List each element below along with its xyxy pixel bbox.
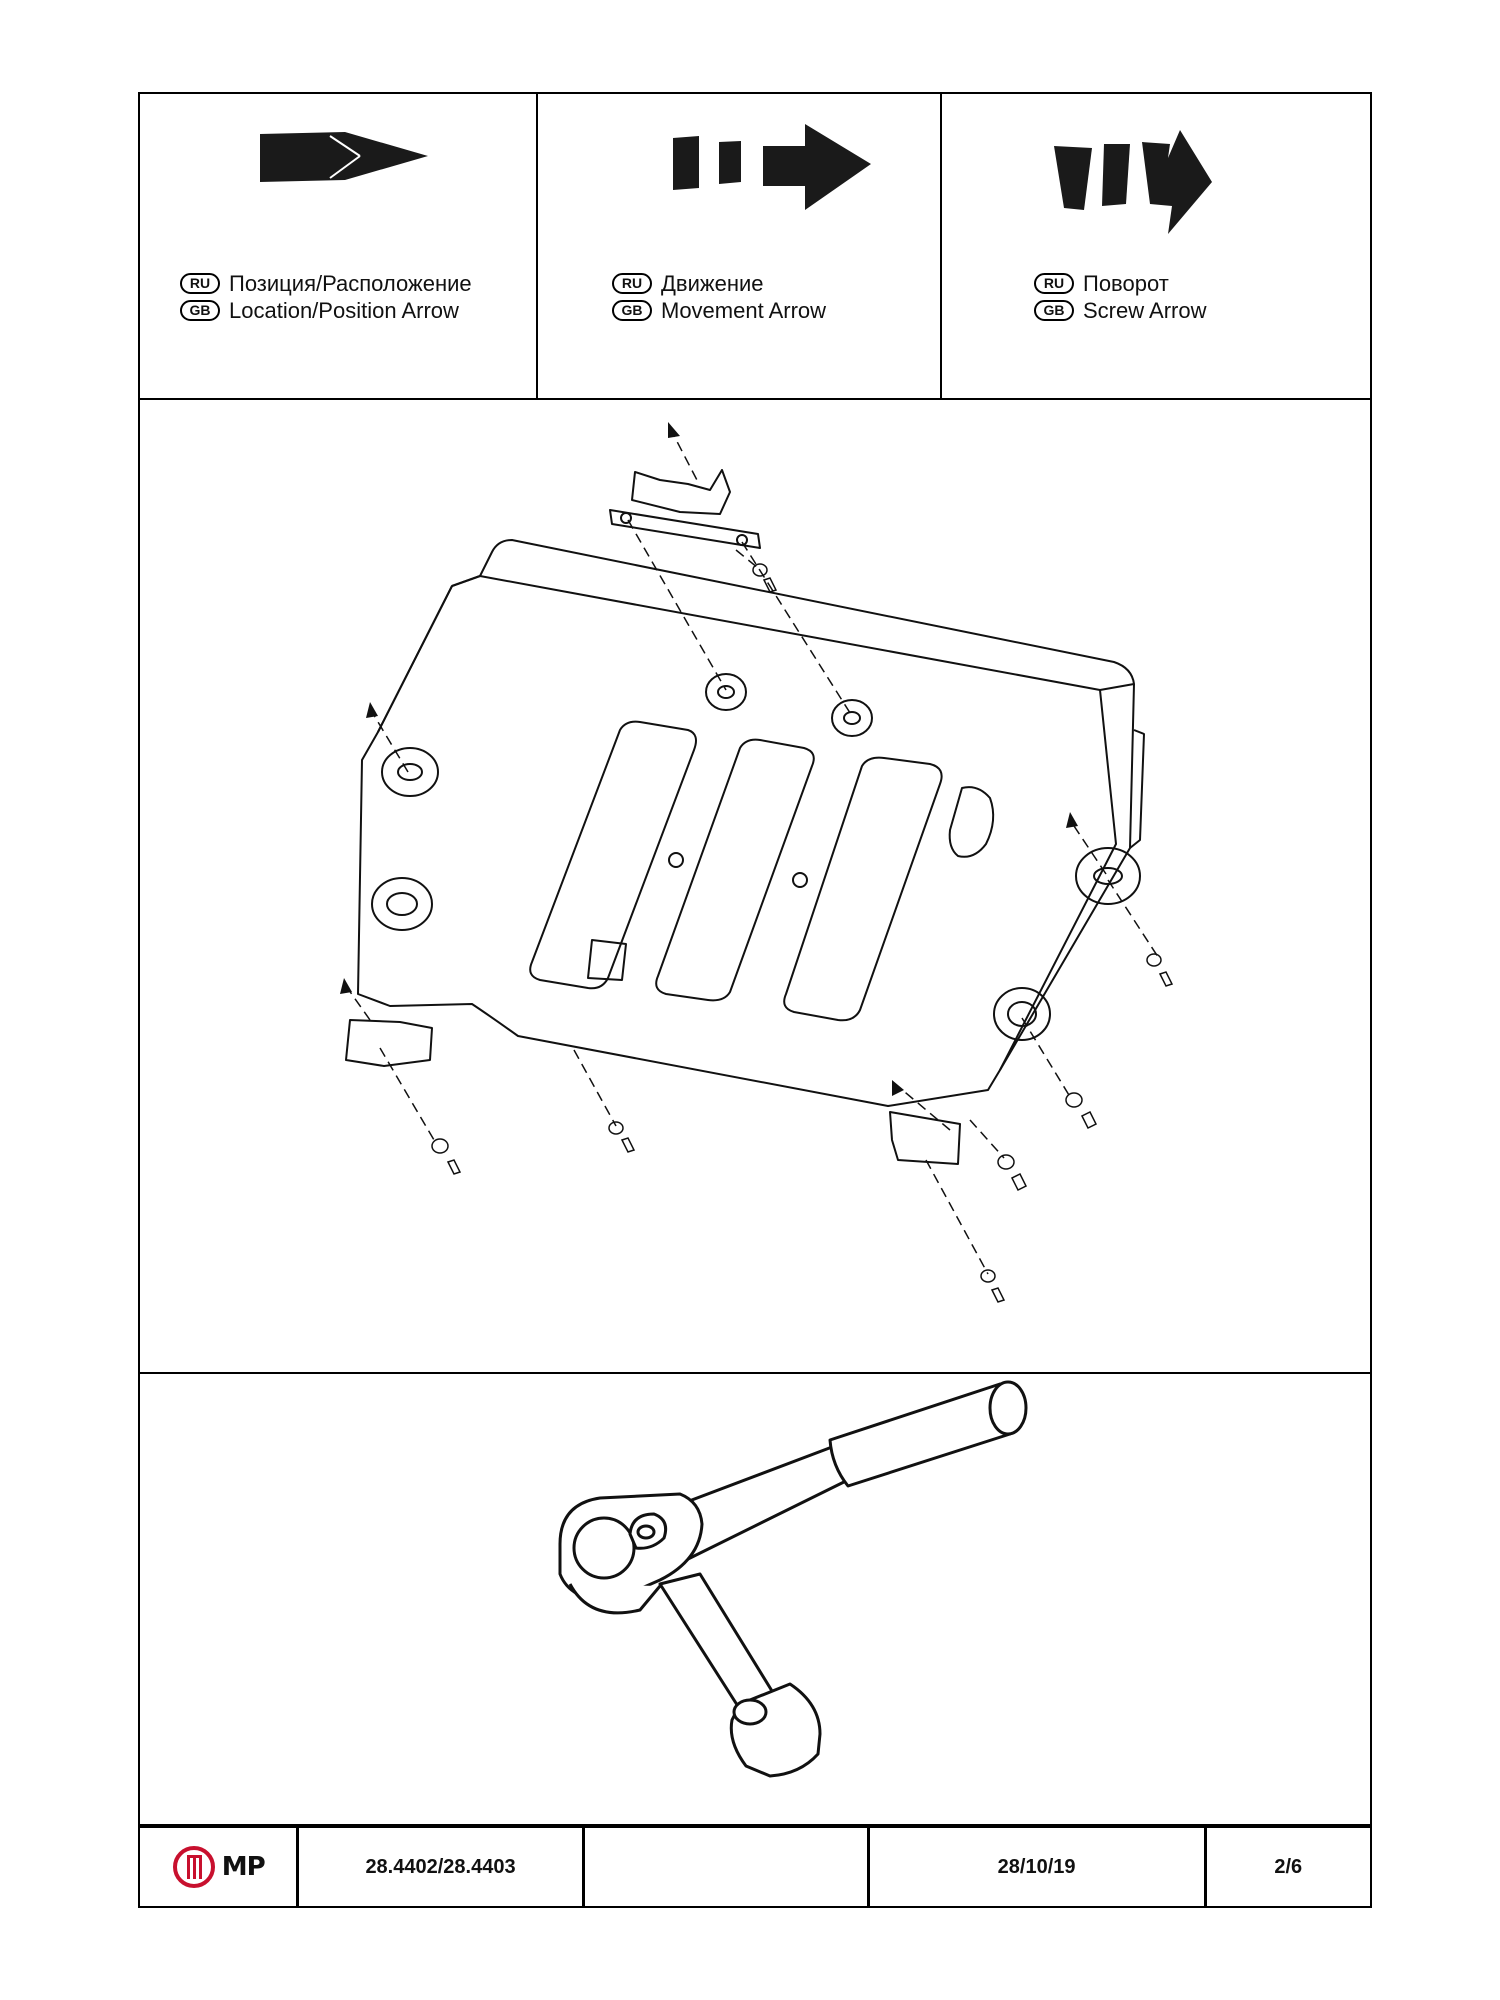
ru-badge: RU xyxy=(1034,273,1074,294)
ru-badge: RU xyxy=(180,273,220,294)
gb-label: Location/Position Arrow xyxy=(229,298,459,323)
logo-text: MP xyxy=(221,1852,266,1882)
part-number: 28.4402/28.4403 xyxy=(365,1855,516,1878)
ratchet-wrench-icon xyxy=(558,1380,1028,1778)
date-cell: 28/10/19 xyxy=(870,1828,1207,1906)
legend-text-screw: RU Поворот GB Screw Arrow xyxy=(1034,270,1206,324)
gb-badge: GB xyxy=(1034,300,1074,321)
legend-text-location: RU Позиция/Расположение GB Location/Positi… xyxy=(180,270,472,324)
ru-label: Позиция/Расположение xyxy=(229,271,472,296)
gb-label: Movement Arrow xyxy=(661,298,827,323)
legend-movement: RU Движение GB Movement Arrow xyxy=(538,94,942,398)
arrow-legend: RU Позиция/Расположение GB Location/Positi… xyxy=(140,94,1370,400)
blank-cell xyxy=(585,1828,870,1906)
gb-badge: GB xyxy=(612,300,652,321)
movement-arrow-icon xyxy=(673,124,871,210)
drawing-frame: RU Позиция/Расположение GB Location/Positi… xyxy=(138,92,1372,1908)
screw-arrow-icon xyxy=(1054,130,1212,234)
skid-plate-assembly-icon xyxy=(340,422,1174,1303)
title-block: MP 28.4402/28.4403 28/10/19 2/6 xyxy=(140,1824,1370,1906)
tool-illustration xyxy=(140,1374,1370,1826)
logo-cell: MP xyxy=(140,1828,300,1906)
company-logo-icon xyxy=(172,1846,215,1888)
legend-screw: RU Поворот GB Screw Arrow xyxy=(942,94,1374,398)
legend-text-movement: RU Движение GB Movement Arrow xyxy=(612,270,826,324)
location-arrow-icon xyxy=(260,132,428,182)
page-number: 2/6 xyxy=(1274,1855,1303,1878)
part-number-cell: 28.4402/28.4403 xyxy=(299,1828,585,1906)
gb-badge: GB xyxy=(180,300,220,321)
page-cell: 2/6 xyxy=(1207,1828,1370,1906)
ru-badge: RU xyxy=(612,273,652,294)
legend-location: RU Позиция/Расположение GB Location/Positi… xyxy=(140,94,538,398)
ru-label: Движение xyxy=(661,271,764,296)
ru-label: Поворот xyxy=(1083,271,1169,296)
assembly-diagram xyxy=(140,400,1370,1374)
gb-label: Screw Arrow xyxy=(1083,298,1207,323)
revision-date: 28/10/19 xyxy=(997,1855,1076,1878)
